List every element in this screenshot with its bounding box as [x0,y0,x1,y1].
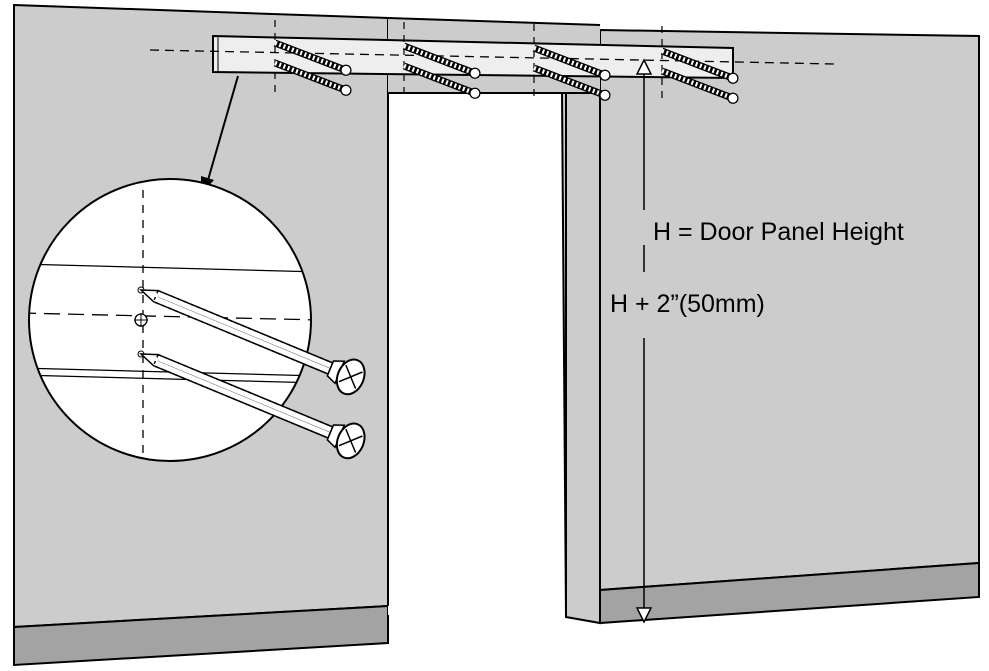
dimension-arrow [635,58,653,624]
door-panel-height-label: H = Door Panel Height [653,218,904,246]
door-jamb [560,92,601,625]
detail-leader-line [207,75,239,181]
left-baseboard [13,604,389,667]
detail-magnifier-circle [28,178,371,464]
door-opening [388,93,566,615]
track-centerline [149,49,836,65]
track-height-label: H + 2”(50mm) [610,290,765,318]
